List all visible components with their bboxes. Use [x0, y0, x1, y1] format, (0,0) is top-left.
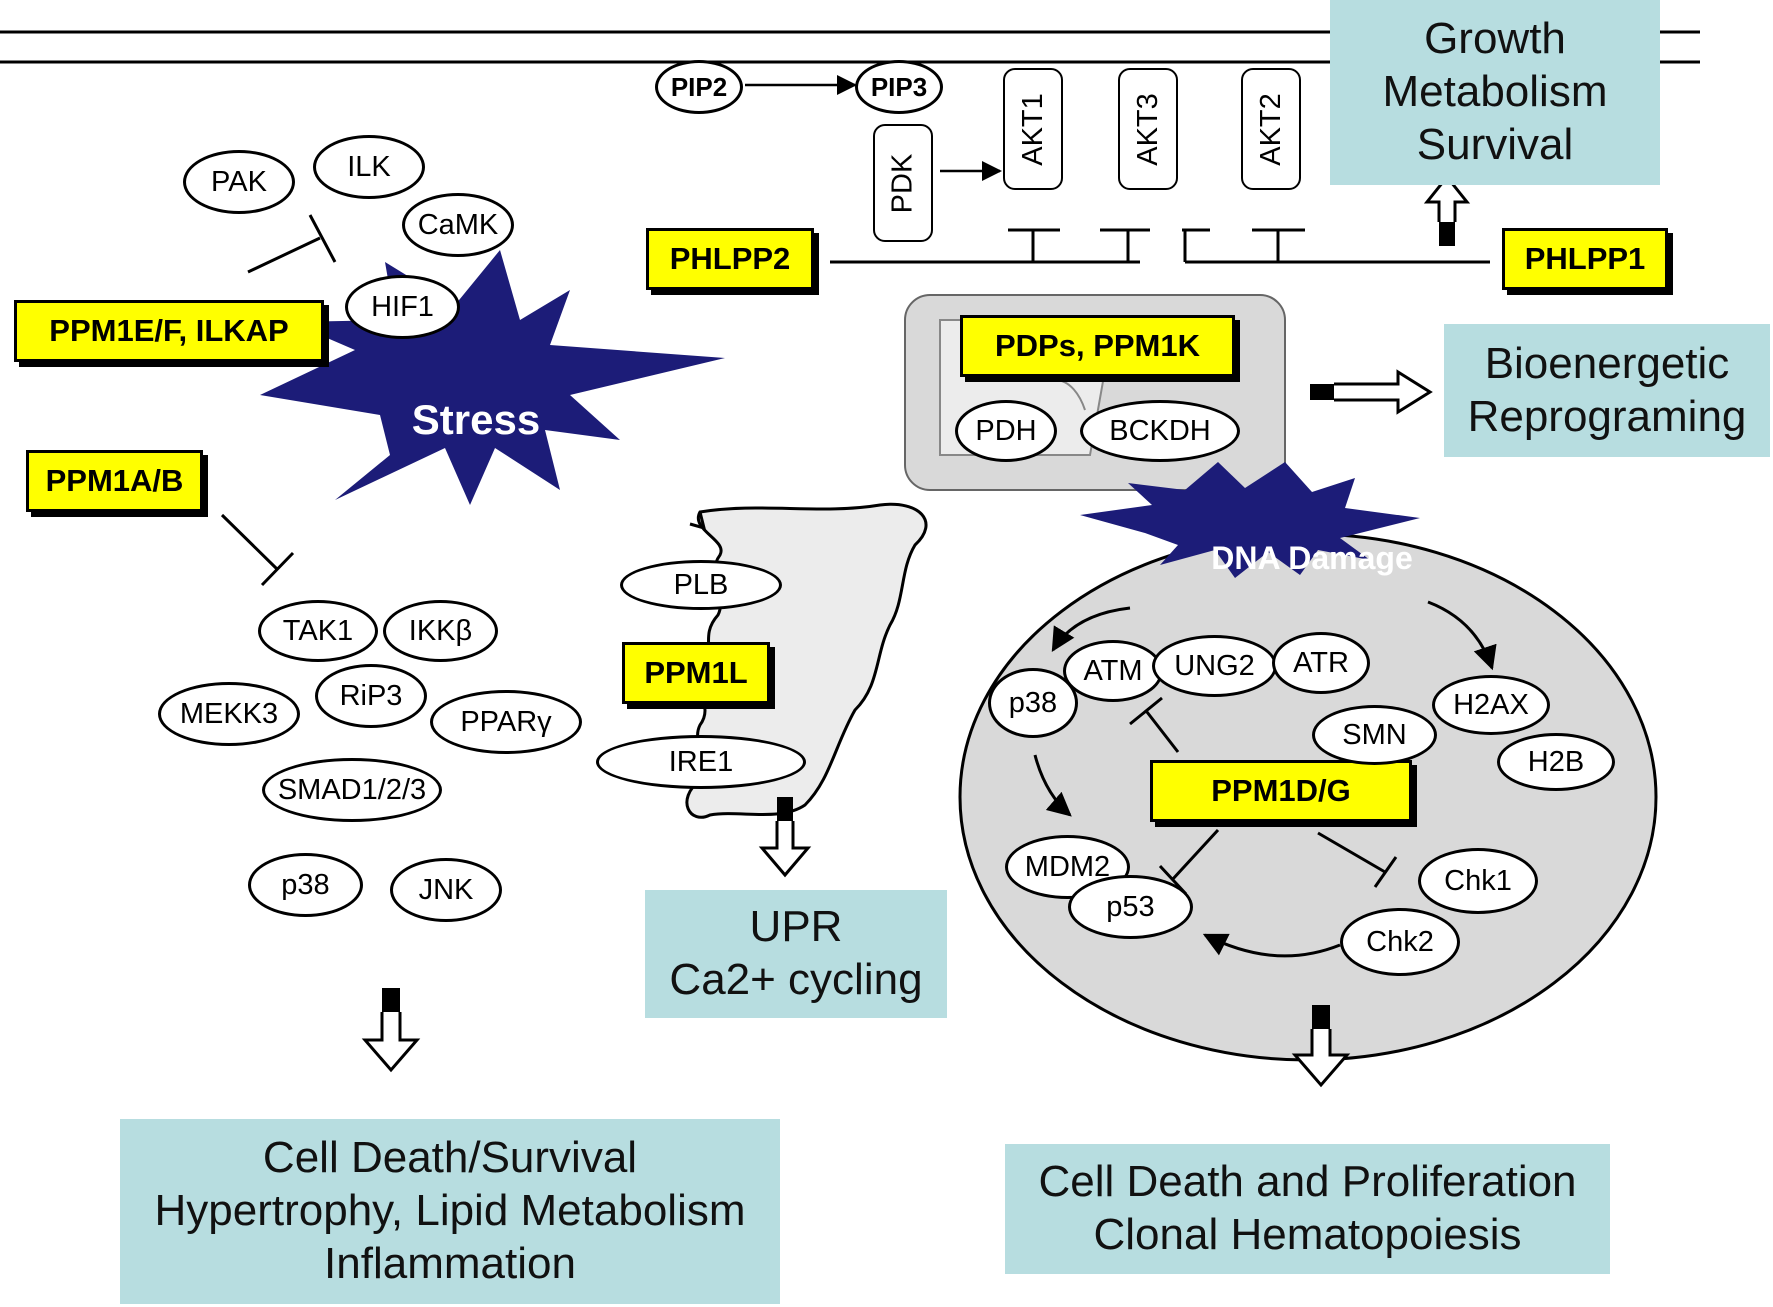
akt1-label: AKT1: [1016, 92, 1049, 166]
smn-node: SMN: [1312, 705, 1437, 765]
cell-death-survival-line3: Inflammation: [324, 1238, 576, 1288]
akt2-box: AKT2: [1241, 68, 1301, 190]
ung2-node: UNG2: [1152, 635, 1277, 697]
p53-node: p53: [1068, 875, 1193, 939]
cell-death-proliferation-line1: Cell Death and Proliferation: [1038, 1157, 1577, 1207]
ilk-node: ILK: [313, 135, 425, 199]
ppm1ef-box: PPM1E/F, ILKAP: [14, 300, 324, 362]
tak1-node: TAK1: [258, 600, 378, 662]
rip3-node: RiP3: [315, 664, 427, 728]
p38-nuclear-node: p38: [988, 668, 1078, 738]
growth-outcome-box: Growth Metabolism Survival: [1330, 0, 1660, 185]
pdk-label: PDK: [886, 153, 919, 213]
bckdh-node: BCKDH: [1080, 400, 1240, 462]
upr-hollow-arrow: [758, 797, 812, 878]
dna-damage-label: DNA Damage: [1211, 540, 1413, 576]
ire1-node: IRE1: [596, 735, 806, 789]
cell-death-survival-outcome-box: Cell Death/Survival Hypertrophy, Lipid M…: [120, 1119, 780, 1304]
akt1-box: AKT1: [1003, 68, 1063, 190]
growth-outcome-line1: Growth: [1424, 14, 1566, 64]
upr-outcome-line2: Ca2+ cycling: [669, 955, 923, 1004]
upr-outcome-line1: UPR: [749, 902, 843, 952]
bioenergetic-outcome-line2: Reprograming: [1467, 391, 1747, 441]
growth-outcome-line3: Survival: [1416, 119, 1574, 169]
smad-node: SMAD1/2/3: [262, 758, 442, 822]
ppm1dg-chk1-inhibition: [1317, 831, 1398, 888]
dna-damage-burst: [1080, 462, 1420, 578]
cell-death-survival-line2: Hypertrophy, Lipid Metabolism: [154, 1186, 746, 1236]
chk1-node: Chk1: [1418, 848, 1538, 914]
bioenergetic-outcome-line1: Bioenergetic: [1484, 338, 1730, 388]
ppm1ef-inhibition: [247, 214, 337, 274]
cell-death-proliferation-hollow-arrow: [1291, 1005, 1351, 1088]
pdk-box: PDK: [873, 124, 933, 242]
akt3-label: AKT3: [1131, 92, 1164, 166]
atm-node: ATM: [1063, 640, 1163, 702]
upr-outcome-box: UPR Ca2+ cycling: [645, 890, 947, 1018]
p38-to-mdm2-arrow: [1033, 754, 1072, 817]
chk2-node: Chk2: [1340, 908, 1460, 976]
cell-death-proliferation-outcome-box: Cell Death and Proliferation Clonal Hema…: [1005, 1144, 1610, 1274]
chk2-to-p53-arrow: [1202, 933, 1341, 958]
mekk3-node: MEKK3: [158, 682, 300, 746]
pip2-node: PIP2: [655, 60, 743, 114]
pak-node: PAK: [183, 150, 295, 214]
atr-node: ATR: [1272, 632, 1370, 694]
plb-node: PLB: [620, 560, 782, 610]
phlpp2-box: PHLPP2: [646, 228, 814, 290]
ppm1l-box: PPM1L: [622, 642, 770, 704]
cell-death-survival-line1: Cell Death/Survival: [262, 1133, 638, 1183]
stress-burst: [260, 250, 725, 505]
pip3-node: PIP3: [855, 60, 943, 114]
ppm1dg-atm-inhibition: [1129, 696, 1180, 753]
dna-damage-to-h2ax-arrow: [1427, 600, 1497, 671]
growth-outcome-line2: Metabolism: [1382, 67, 1608, 117]
bioenergetic-hollow-arrow: [1310, 369, 1433, 415]
ppm1ab-inhibition: [220, 513, 295, 587]
dna-damage-to-p38-arrow: [1051, 606, 1131, 653]
p38-stress-node: p38: [248, 853, 363, 917]
bioenergetic-outcome-box: Bioenergetic Reprograming: [1444, 324, 1770, 457]
growth-hollow-arrow: [1423, 174, 1471, 246]
pdh-node: PDH: [955, 400, 1057, 462]
pdps-ppm1k-box: PDPs, PPM1K: [960, 315, 1235, 377]
er-tail: [689, 511, 707, 531]
phlpp1-box: PHLPP1: [1502, 228, 1668, 290]
h2ax-node: H2AX: [1432, 675, 1550, 735]
ikkb-node: IKKβ: [383, 600, 498, 662]
camk-node: CaMK: [402, 193, 514, 257]
h2b-node: H2B: [1497, 733, 1615, 791]
akt-inhibition-stems: [1008, 228, 1305, 262]
cell-death-proliferation-line2: Clonal Hematopoiesis: [1093, 1210, 1522, 1259]
ppm1dg-box: PPM1D/G: [1150, 760, 1412, 822]
jnk-node: JNK: [390, 858, 502, 922]
akt2-label: AKT2: [1254, 92, 1287, 166]
cell-death-survival-hollow-arrow: [361, 988, 421, 1073]
stress-label: Stress: [412, 396, 540, 443]
akt3-box: AKT3: [1118, 68, 1178, 190]
hif1-node: HIF1: [345, 275, 460, 339]
pparg-node: PPARγ: [430, 690, 582, 754]
ppm1ab-box: PPM1A/B: [26, 450, 203, 512]
